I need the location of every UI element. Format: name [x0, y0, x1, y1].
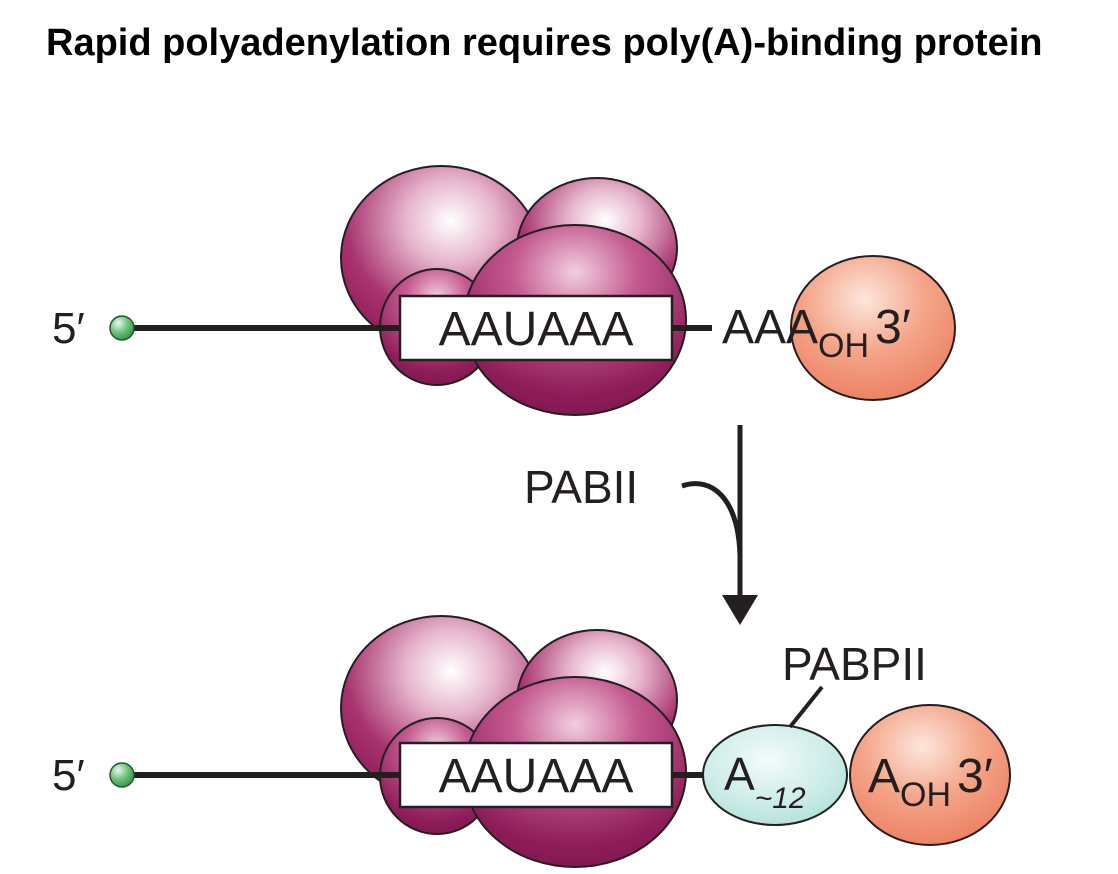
signal-box-top	[398, 294, 674, 362]
poly-a-polymerase-bottom	[849, 704, 1011, 846]
five-prime-cap-top	[109, 315, 135, 341]
pabpii-pointer	[788, 685, 824, 729]
reaction-arrow: PABII	[524, 425, 758, 625]
pabpii-label: PABPII	[782, 638, 927, 690]
pabii-label: PABII	[524, 461, 638, 513]
five-prime-label-top: 5′	[52, 304, 85, 353]
poly-a-polymerase-top	[790, 255, 956, 401]
signal-sequence-bottom: AAUAAA	[439, 750, 634, 803]
signal-box-bottom	[398, 741, 674, 809]
pabpii-protein	[702, 724, 848, 826]
five-prime-label-bottom: 5′	[52, 751, 85, 800]
figure-title: Rapid polyadenylation requires poly(A)-b…	[46, 22, 1043, 64]
five-prime-cap-bottom	[109, 762, 135, 788]
processing-complex-top	[340, 165, 687, 416]
signal-sequence-top: AAUAAA	[439, 303, 634, 356]
processing-complex-bottom	[340, 615, 687, 868]
bound-tail-label: A~12	[724, 748, 806, 815]
